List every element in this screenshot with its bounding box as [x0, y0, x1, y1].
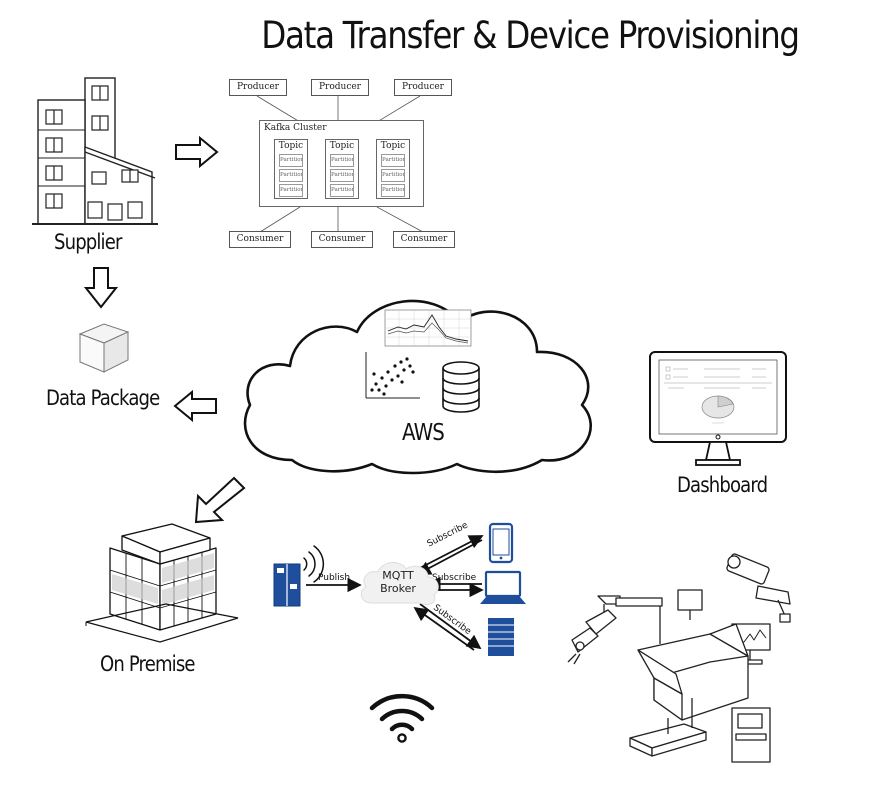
kafka-partition: Partition — [381, 169, 405, 182]
arrow-down-left-icon — [194, 476, 246, 524]
kafka-topic-label: Topic — [380, 141, 406, 151]
mqtt-broker-line2: Broker — [380, 582, 416, 595]
device-cluster-icon — [567, 553, 791, 763]
publish-label: Publish — [318, 573, 351, 583]
kafka-consumer-2: Consumer — [311, 231, 373, 248]
arrow-left-icon — [173, 390, 217, 422]
office-building-icon — [85, 523, 239, 643]
kafka-partition: Partition — [279, 169, 303, 182]
kafka-topic-label: Topic — [278, 141, 304, 151]
publisher-device-icon — [273, 545, 325, 607]
server-icon — [488, 618, 514, 656]
database-icon — [442, 361, 480, 413]
mqtt-connectors — [306, 535, 484, 651]
on-premise-label: On Premise — [100, 652, 196, 676]
kafka-producer-2: Producer — [311, 79, 369, 96]
supplier-label: Supplier — [54, 230, 122, 254]
aws-cloud-icon — [243, 299, 592, 475]
kafka-producer-3: Producer — [394, 79, 452, 96]
kafka-connectors — [256, 95, 424, 233]
kafka-topic-label: Topic — [329, 141, 355, 151]
line-chart-icon — [384, 309, 472, 347]
laptop-icon — [480, 570, 526, 604]
kafka-consumer-1: Consumer — [229, 231, 291, 248]
diagram-title: Data Transfer & Device Provisioning — [261, 14, 800, 57]
kafka-cluster-label: Kafka Cluster — [264, 123, 327, 133]
kafka-consumer-3: Consumer — [393, 231, 455, 248]
kafka-producer-1: Producer — [229, 79, 287, 96]
arrow-down-icon — [84, 267, 118, 309]
kafka-topic: Topic Partition Partition Partition — [376, 139, 410, 199]
mqtt-broker-line1: MQTT — [382, 569, 414, 582]
kafka-partition: Partition — [279, 184, 303, 197]
kafka-topic: Topic Partition Partition Partition — [274, 139, 308, 199]
kafka-partition: Partition — [381, 154, 405, 167]
mqtt-broker-label: MQTT Broker — [368, 569, 428, 595]
kafka-topic: Topic Partition Partition Partition — [325, 139, 359, 199]
dashboard-label: Dashboard — [677, 473, 768, 497]
subscribe-label: Subscribe — [432, 573, 477, 583]
data-package-label: Data Package — [46, 386, 160, 410]
aws-label: AWS — [402, 420, 445, 446]
monitor-icon — [649, 351, 787, 466]
kafka-partition: Partition — [330, 169, 354, 182]
kafka-partition: Partition — [279, 154, 303, 167]
kafka-cluster: Kafka Cluster Topic Partition Partition … — [259, 120, 424, 207]
supplier-building-icon — [32, 77, 158, 225]
arrow-right-icon — [175, 136, 219, 168]
kafka-partition: Partition — [381, 184, 405, 197]
scatter-plot-icon — [365, 352, 420, 399]
phone-icon — [488, 522, 514, 564]
wifi-icon — [369, 693, 435, 743]
box-icon — [78, 323, 130, 373]
kafka-partition: Partition — [330, 184, 354, 197]
kafka-partition: Partition — [330, 154, 354, 167]
mqtt-broker-cloud-icon — [360, 562, 439, 606]
